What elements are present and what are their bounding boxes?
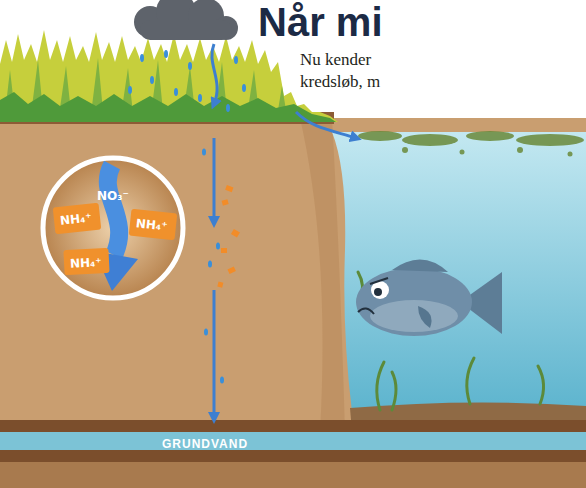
fish-mouth	[358, 308, 374, 314]
runoff-arrow	[296, 112, 356, 138]
ion-piece: NH₄⁺	[129, 209, 178, 241]
water-flow	[212, 44, 356, 418]
raindrop	[242, 84, 246, 92]
water-drop	[216, 243, 220, 250]
cloud-part	[140, 20, 232, 40]
water-drop	[202, 149, 206, 156]
ammonium-bit	[222, 199, 229, 205]
ion-piece: NH₄⁺	[53, 203, 102, 235]
algae-dot	[517, 147, 523, 153]
water-plant	[538, 366, 544, 404]
fish-brow	[370, 278, 388, 284]
water-plant	[467, 358, 474, 404]
fish-fin	[418, 306, 432, 328]
ammonium-bit	[225, 185, 233, 192]
algae-dot	[402, 147, 408, 153]
page-title: Når mi	[258, 0, 383, 44]
soil-layer	[0, 462, 586, 488]
grass-base	[0, 92, 336, 122]
water-drop	[208, 261, 212, 268]
soil-layer	[0, 450, 586, 462]
soil-drops	[202, 149, 224, 384]
water-drop	[204, 329, 208, 336]
ammonium-bit	[231, 229, 240, 238]
ion-label: NO₃⁻	[40, 189, 186, 203]
body-text: Nu kender	[300, 50, 371, 70]
raindrop	[140, 54, 144, 62]
ion-label: NH₄⁺	[59, 211, 92, 229]
raindrop	[174, 88, 178, 96]
raindrop	[128, 86, 132, 94]
soil-layer	[0, 420, 586, 432]
raindrop	[188, 62, 192, 70]
lake-water	[332, 132, 586, 412]
ammonium-bits	[217, 185, 240, 288]
fish-pupil	[374, 288, 382, 296]
raindrop	[150, 76, 154, 84]
water-drop	[220, 377, 224, 384]
fish	[356, 259, 502, 336]
cloud	[134, 0, 238, 40]
leaching-arrow	[213, 138, 216, 222]
ion-piece: NH₄⁺	[63, 248, 109, 275]
fish-fin	[392, 259, 448, 272]
fish-belly	[370, 300, 458, 332]
raindrop	[198, 94, 202, 102]
ion-label: NH₄⁺	[70, 255, 102, 272]
ion-label: NH₄⁺	[135, 216, 168, 234]
fish-body	[356, 268, 472, 336]
water-plant	[392, 372, 396, 410]
magnifier-circle	[43, 158, 183, 298]
raindrop	[234, 56, 238, 64]
water-plant	[377, 362, 384, 410]
algae-patch	[516, 134, 584, 146]
algae-patch	[402, 134, 458, 146]
algae-dot	[460, 150, 465, 155]
groundwater-band: GRUNDVAND	[0, 432, 586, 450]
rain-arrow	[212, 44, 217, 104]
ammonium-bit	[217, 282, 223, 288]
ammonium-bit	[227, 266, 235, 273]
soil-slope	[300, 118, 345, 432]
nitrate-flow	[108, 165, 119, 255]
raindrop	[226, 104, 230, 112]
rain	[128, 50, 246, 112]
body-text: kredsløb, m	[300, 72, 380, 92]
algae-dot	[568, 152, 573, 157]
band-label: GRUNDVAND	[162, 437, 248, 451]
soil	[0, 118, 586, 432]
raindrop	[164, 50, 168, 58]
algae-patch	[358, 131, 402, 141]
leaching-arrow	[213, 290, 216, 418]
algae-patch	[466, 131, 514, 141]
algae	[358, 131, 584, 157]
magnifier-node: NO₃⁻ NH₄⁺ NH₄⁺ NH₄⁺	[40, 155, 186, 301]
ammonium-bit	[221, 248, 227, 253]
